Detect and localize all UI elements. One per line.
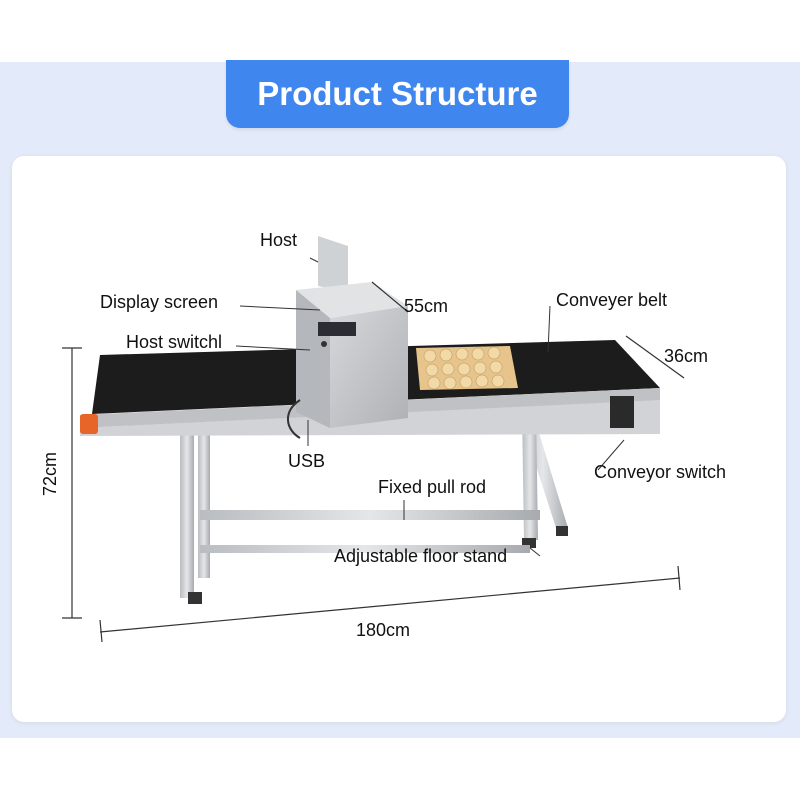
right-front-leg (522, 410, 538, 540)
page-title: Product Structure (226, 60, 569, 128)
conveyor-switch-box (610, 396, 634, 428)
right-foot (522, 538, 536, 548)
right-rear-foot (556, 526, 568, 536)
label-host-switch: Host switchl (126, 332, 223, 352)
dimension-height: 72cm (40, 451, 60, 496)
host-width-dimension-line (371, 281, 409, 313)
label-adjustable-floor-stand: Adjustable floor stand (334, 546, 508, 566)
dimension-belt-width: 36cm (664, 346, 709, 366)
lower-rod (200, 545, 530, 553)
belt-width-dimension-line (625, 335, 685, 379)
label-conveyor-switch: Conveyor switch (594, 462, 727, 482)
egg-tray (416, 346, 518, 390)
label-usb: USB (288, 451, 326, 471)
dimension-length: 180cm (356, 620, 411, 640)
floor-stand (180, 410, 568, 604)
host-switch (321, 341, 327, 347)
host-top-plate (318, 236, 348, 292)
label-conveyer-belt: Conveyer belt (556, 290, 668, 310)
left-rear-leg (198, 428, 210, 578)
left-foot (188, 592, 202, 604)
dimension-host-width: 55cm (404, 296, 449, 316)
dimension-lines (62, 281, 685, 643)
length-dimension-line (99, 577, 681, 633)
label-display-screen: Display screen (100, 292, 219, 312)
left-front-leg (180, 428, 194, 598)
usb-cable (287, 399, 301, 439)
fixed-pull-rod (200, 510, 540, 520)
leader-lines (235, 257, 625, 557)
end-cap-left (80, 414, 98, 434)
label-host: Host (260, 230, 298, 250)
label-fixed-pull-rod: Fixed pull rod (378, 477, 487, 497)
display-screen (318, 322, 356, 336)
host (287, 236, 408, 439)
